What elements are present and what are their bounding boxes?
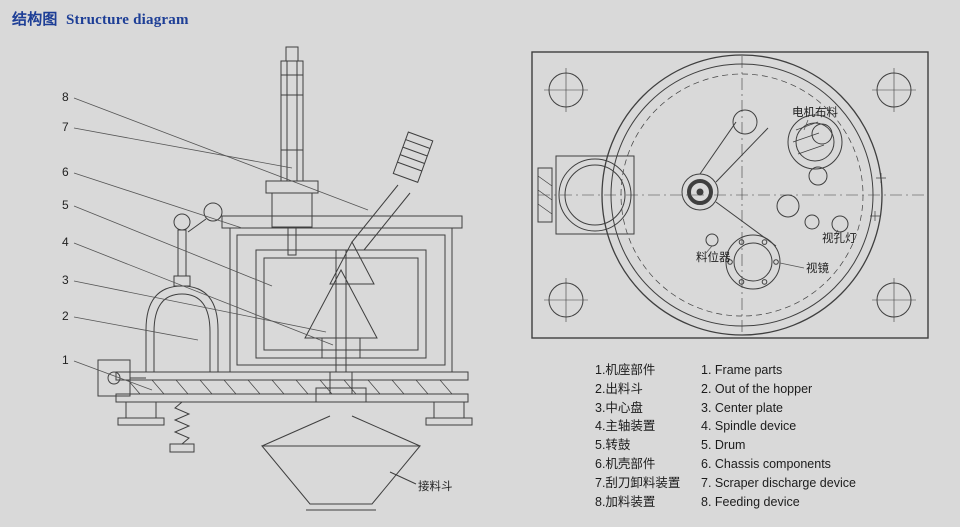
callout-leader-lines (73, 97, 369, 391)
page-title-en: Structure diagram (65, 12, 189, 28)
legend-item-en: 7. Scraper discharge device (701, 475, 856, 490)
side-view-drawing (97, 46, 473, 511)
legend-item-en: 8. Feeding device (701, 494, 800, 509)
top-label-sight-lamp: 视孔灯 (822, 233, 857, 245)
legend-item-zh: 2.出料斗 (595, 381, 643, 396)
callout-8: 8 (62, 90, 69, 104)
top-view-drawing (531, 51, 929, 339)
legend-item-zh: 4.主轴装置 (595, 419, 656, 434)
legend-item-en: 3. Center plate (701, 400, 783, 415)
callout-1: 1 (62, 353, 69, 367)
legend-row-2: 2.出料斗 2. Out of the hopper (595, 380, 856, 399)
legend-row-6: 6.机壳部件 6. Chassis components (595, 455, 856, 474)
legend-row-7: 7.刮刀卸料装置 7. Scraper discharge device (595, 474, 856, 493)
legend-item-zh: 6.机壳部件 (595, 456, 656, 471)
legend-item-zh: 3.中心盘 (595, 400, 643, 415)
legend-row-3: 3.中心盘 3. Center plate (595, 399, 856, 418)
callout-3: 3 (62, 273, 69, 287)
legend-row-1: 1.机座部件 1. Frame parts (595, 361, 856, 380)
top-label-sight-glass: 视镜 (806, 263, 829, 275)
callout-7: 7 (62, 120, 69, 134)
callout-5: 5 (62, 198, 69, 212)
legend-row-4: 4.主轴装置 4. Spindle device (595, 417, 856, 436)
legend-item-en: 6. Chassis components (701, 456, 831, 471)
page-title-zh: 结构图 (12, 11, 58, 28)
top-label-level-indicator: 料位器 (696, 252, 731, 264)
page-title: 结构图 Structure diagram (12, 8, 189, 29)
top-label-motor: 电机布料 (792, 107, 838, 119)
legend-item-zh: 5.转鼓 (595, 438, 631, 453)
legend-item-en: 1. Frame parts (701, 363, 783, 377)
callout-4: 4 (62, 235, 69, 249)
legend: 1.机座部件 1. Frame parts 2.出料斗 2. Out of th… (595, 361, 856, 511)
hopper-label: 接料斗 (418, 481, 453, 493)
callout-6: 6 (62, 165, 69, 179)
legend-row-5: 5.转鼓 5. Drum (595, 436, 856, 455)
legend-item-en: 2. Out of the hopper (701, 381, 813, 396)
legend-item-en: 4. Spindle device (701, 419, 797, 434)
callout-2: 2 (62, 309, 69, 323)
legend-item-zh: 8.加料装置 (595, 494, 656, 509)
legend-item-en: 5. Drum (701, 438, 746, 453)
legend-item-zh: 1.机座部件 (595, 363, 656, 377)
legend-row-8: 8.加料装置 8. Feeding device (595, 493, 856, 512)
legend-item-zh: 7.刮刀卸料装置 (595, 475, 681, 490)
